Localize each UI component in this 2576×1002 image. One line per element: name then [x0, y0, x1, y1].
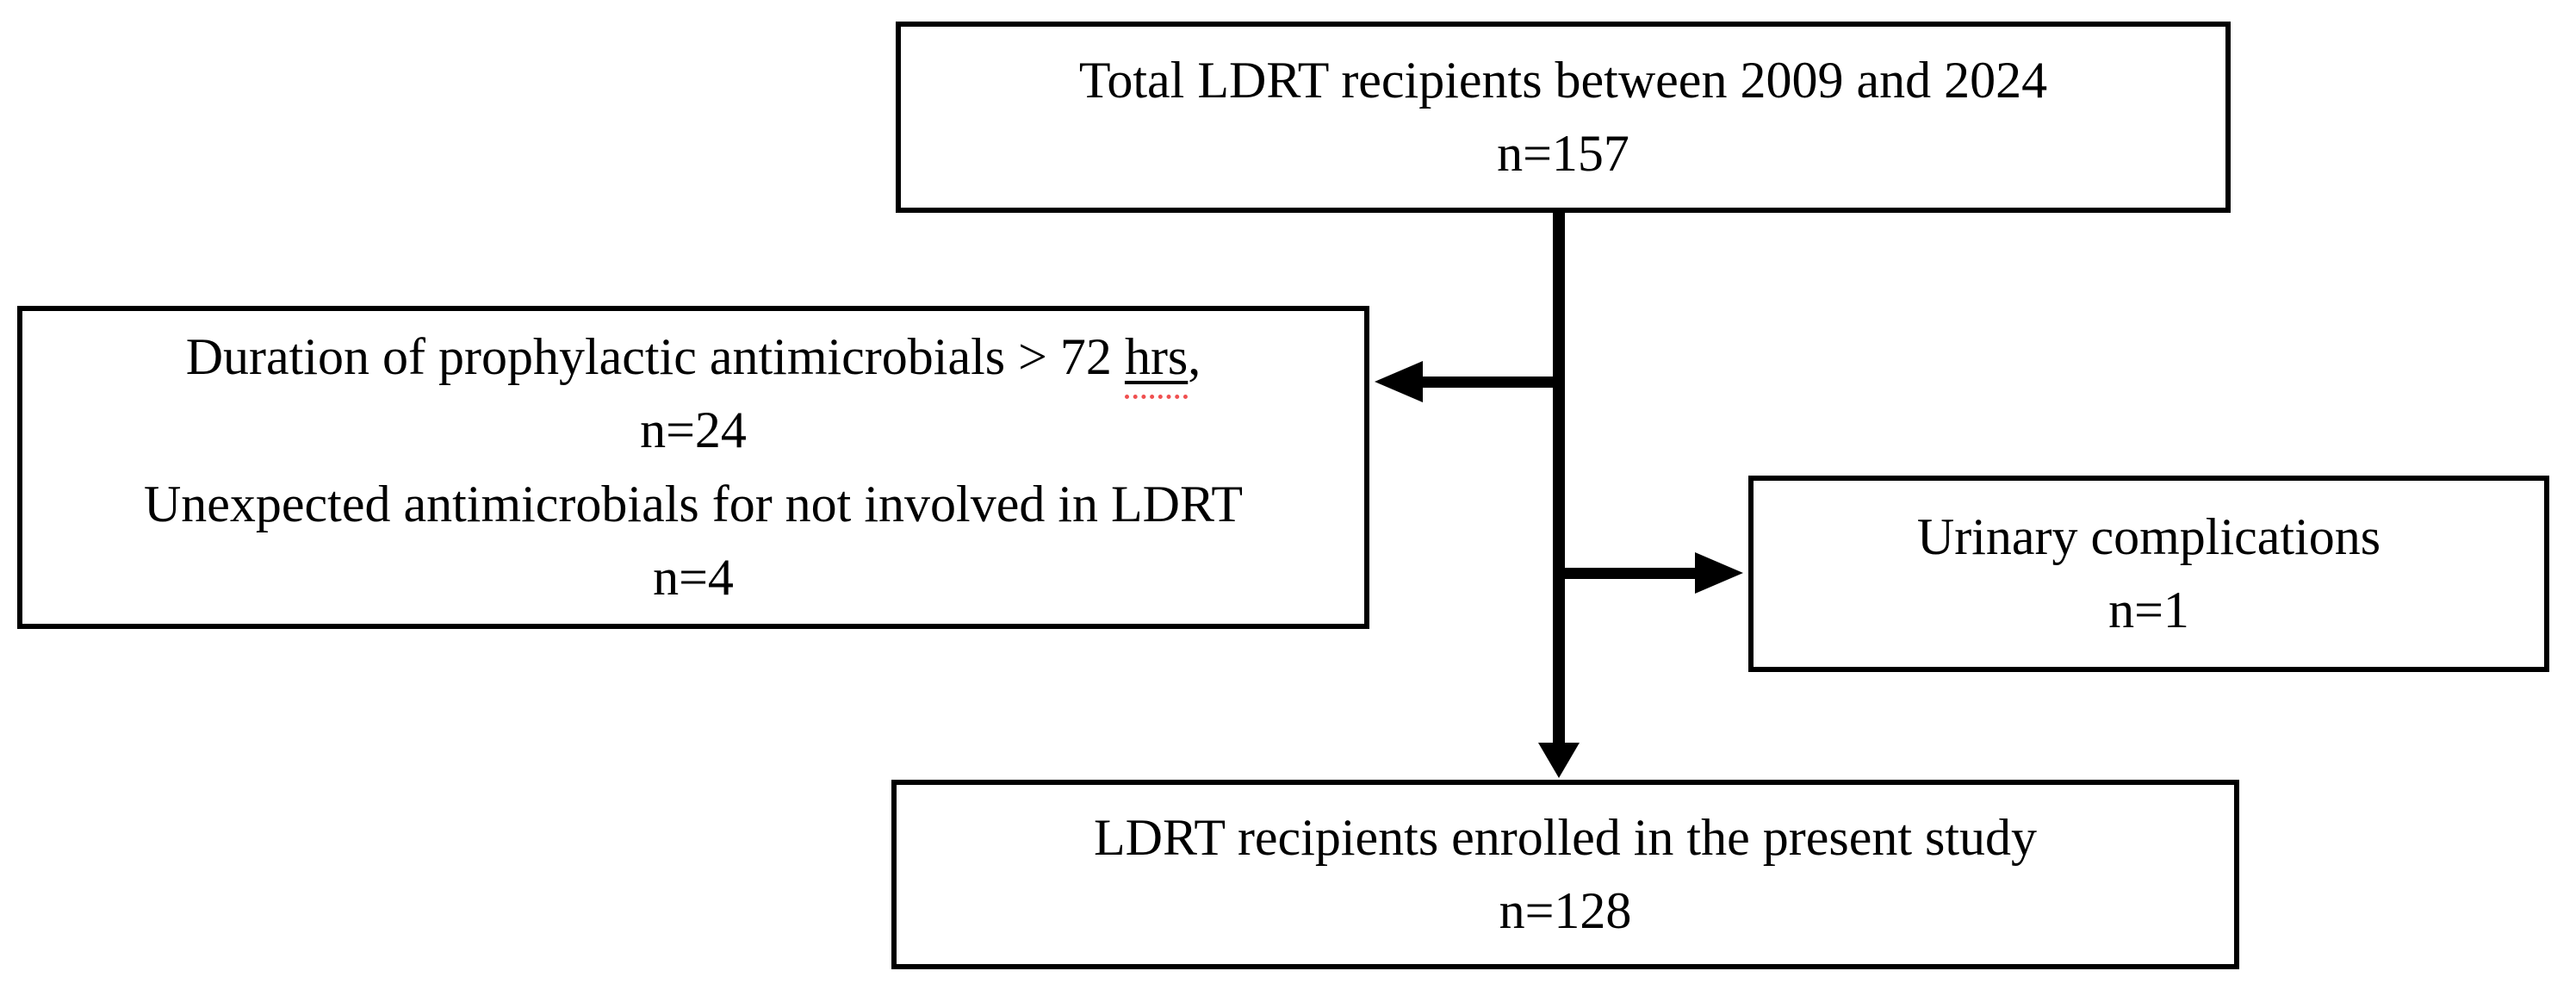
arrow-down-icon [1538, 743, 1580, 778]
urinary-complications-count: n=1 [2108, 582, 2189, 638]
excluded-duration-count: n=24 [640, 401, 747, 459]
enrolled-recipients-count: n=128 [1499, 882, 1632, 939]
box-enrolled-recipients: LDRT recipients enrolled in the present … [891, 780, 2239, 969]
box-total-recipients: Total LDRT recipients between 2009 and 2… [896, 22, 2231, 213]
excluded-unexpected-count: n=4 [653, 548, 734, 606]
excluded-unexpected-label: Unexpected antimicrobials for not involv… [143, 475, 1244, 532]
excluded-duration-label: Duration of prophylactic antimicrobials … [186, 321, 1201, 394]
urinary-complications-label: Urinary complications [1916, 507, 2381, 565]
enrolled-recipients-label: LDRT recipients enrolled in the present … [1093, 808, 2038, 866]
total-recipients-label: Total LDRT recipients between 2009 and 2… [1078, 51, 2048, 109]
underlined-hrs-word: hrs [1124, 328, 1189, 386]
excluded-duration-comma: , [1188, 328, 1201, 386]
box-excluded-antimicrobials: Duration of prophylactic antimicrobials … [17, 306, 1369, 629]
box-urinary-complications: Urinary complications n=1 [1748, 476, 2549, 672]
arrow-left-icon [1375, 361, 1423, 402]
connector-vertical-trunk [1553, 213, 1565, 751]
total-recipients-count: n=157 [1497, 125, 1629, 182]
connector-branch-right [1559, 568, 1701, 579]
connector-branch-left [1417, 377, 1559, 388]
arrow-right-icon [1695, 552, 1743, 594]
excluded-duration-text: Duration of prophylactic antimicrobials … [185, 328, 1125, 386]
